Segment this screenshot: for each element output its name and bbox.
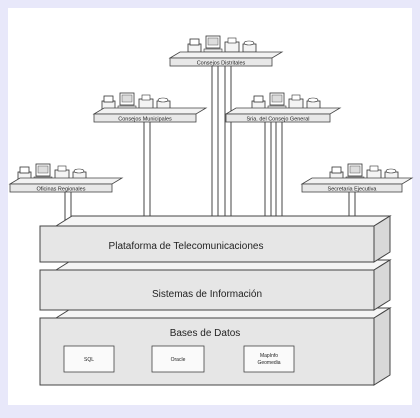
node-sria-consejo-general: Sria. del Consejo General: [224, 92, 342, 123]
node-consejos-distritales: Consejos Distritales: [168, 35, 284, 67]
node-label-consejos-municipales: Consejos Municipales: [118, 117, 172, 123]
db-box-sql: [63, 345, 115, 373]
db-box-oracle: [151, 345, 205, 373]
layer-bases-de-datos: Bases de Datos SQL Oracle MapInfo Geomed…: [39, 307, 392, 386]
layer-label-sistemas: Sistemas de Información: [152, 289, 262, 300]
node-secretaria-ejecutiva: Secretaria Ejecutiva: [300, 163, 414, 193]
node-label-consejos-distritales: Consejos Distritales: [197, 61, 246, 67]
node-label-sria-consejo-general: Sria. del Consejo General: [247, 117, 310, 123]
node-consejos-municipales: Consejos Municipales: [92, 92, 208, 123]
db-label-geomedia: Geomedia: [257, 360, 280, 366]
node-oficinas-regionales: Oficinas Regionales: [8, 163, 124, 193]
db-label-sql: SQL: [84, 357, 94, 363]
node-label-oficinas-regionales: Oficinas Regionales: [37, 187, 86, 193]
db-box-mapinfo: [243, 345, 295, 373]
layer-plataforma-telecomunicaciones: Plataforma de Telecomunicaciones: [39, 215, 392, 263]
layer-label-plataforma: Plataforma de Telecomunicaciones: [109, 241, 264, 252]
node-label-secretaria-ejecutiva: Secretaria Ejecutiva: [328, 187, 378, 193]
layer-label-bases-de-datos: Bases de Datos: [170, 328, 241, 339]
db-label-oracle: Oracle: [171, 357, 186, 363]
layer-sistemas-de-informacion: Sistemas de Información: [39, 259, 392, 311]
db-label-mapinfo: MapInfo: [260, 353, 278, 359]
